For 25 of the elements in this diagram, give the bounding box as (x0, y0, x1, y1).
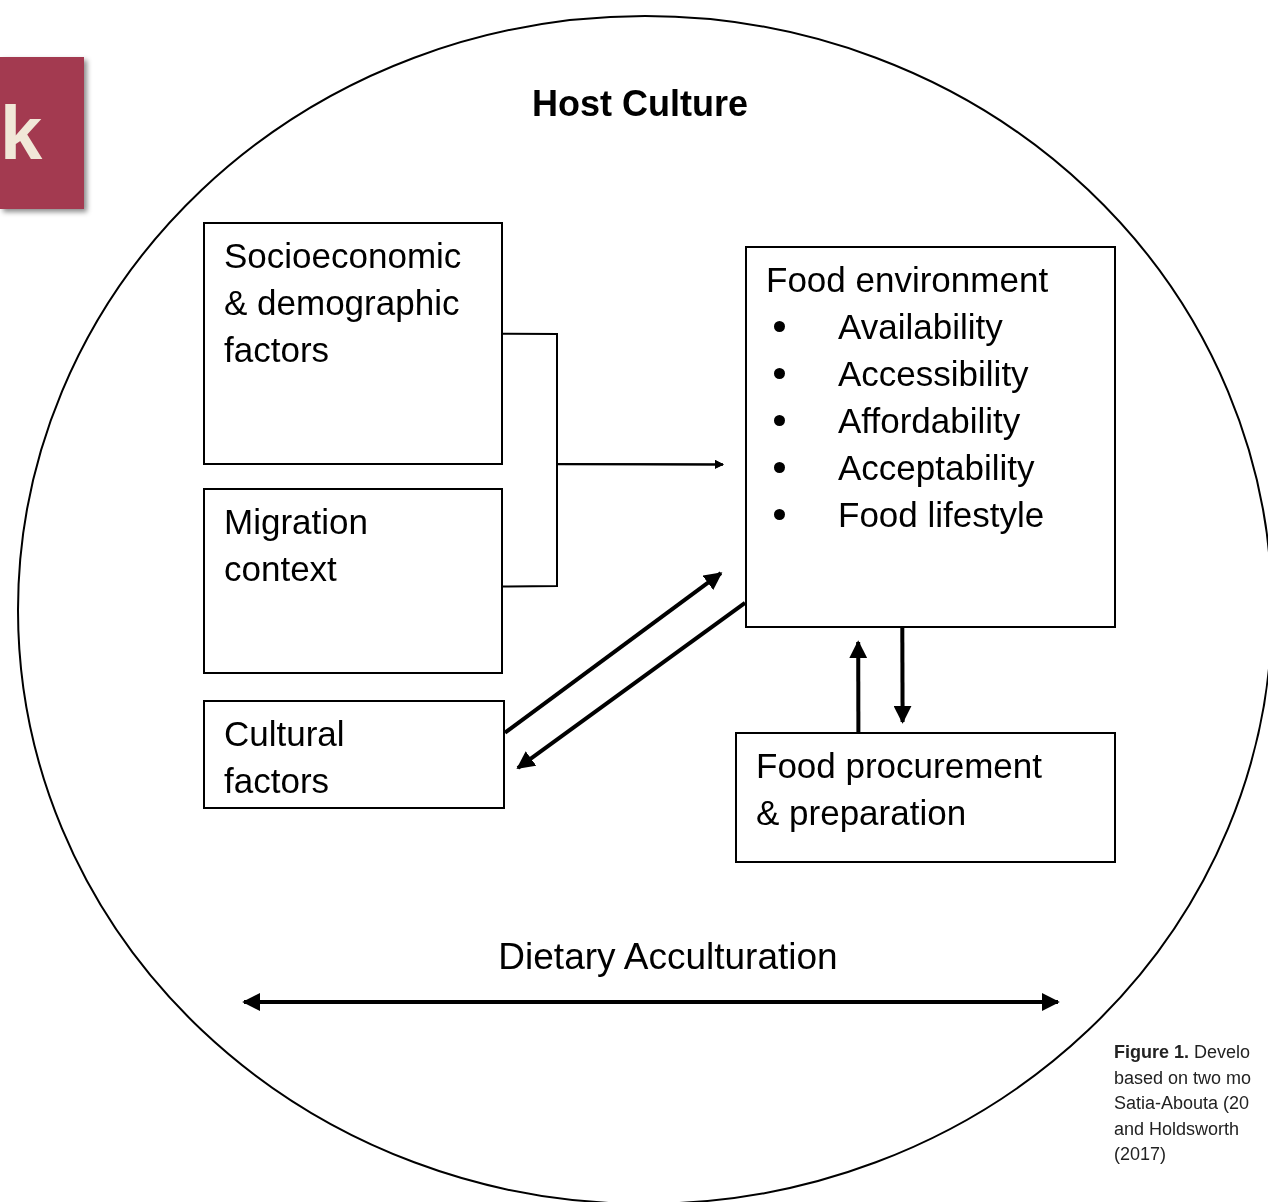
tab-letter: k (0, 93, 43, 173)
heading: Host Culture (531, 83, 749, 125)
arrow (893, 628, 912, 724)
factor-box (203, 222, 503, 465)
box-text: Food environment (766, 259, 1050, 301)
bullet-item: Food lifestyle (766, 491, 1102, 538)
box-text: Food procurement & preparation (756, 745, 1043, 834)
bullet-item: Accessibility (766, 350, 1102, 397)
factor-box (203, 700, 505, 809)
bullet-item: Affordability (766, 397, 1102, 444)
food-procurement-box (735, 732, 1116, 863)
box-text: Migration context (224, 501, 369, 590)
header-tab (0, 57, 84, 209)
arrow (503, 571, 723, 735)
factor-box (203, 488, 503, 674)
arrow (516, 601, 747, 770)
arrow (849, 640, 868, 732)
box-text: Socioeconomic & demographic factors (224, 235, 463, 371)
arrow (502, 459, 724, 588)
figure-caption: Figure 1. Develo based on two mo Satia-Abouta (20 and Holdsworth (2017) (1114, 1041, 1253, 1166)
bullet-item: Acceptability (766, 444, 1102, 491)
bullet-item: Availability (766, 303, 1102, 350)
axis-label: Dietary Acculturation (497, 936, 839, 978)
box-text: Cultural factors (224, 713, 346, 802)
food-environment-box (745, 246, 1116, 628)
